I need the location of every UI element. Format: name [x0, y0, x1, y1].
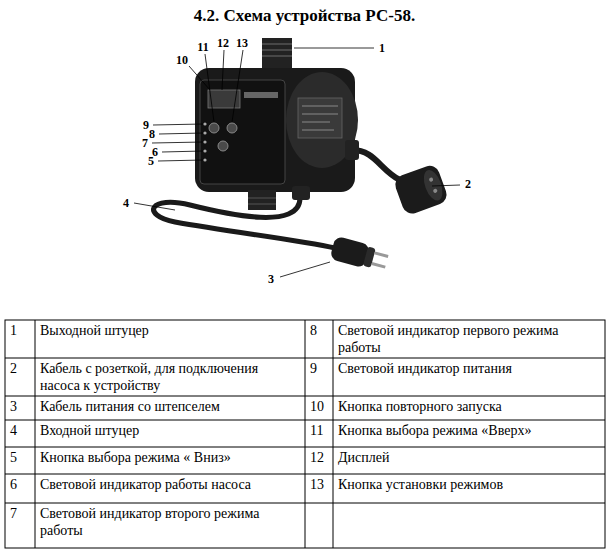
table-number: 8	[305, 320, 333, 358]
table-cell: Выходной штуцер	[35, 320, 305, 358]
table-cell: Входной штуцер	[35, 420, 305, 447]
table-number: 11	[305, 420, 333, 447]
callout-number: 5	[148, 155, 154, 167]
callout-number: 8	[149, 128, 155, 140]
plug	[330, 236, 390, 274]
table-number: 1	[5, 320, 35, 358]
device-body	[195, 68, 359, 200]
callout-number: 3	[268, 273, 274, 285]
socket	[392, 163, 449, 216]
table-cell: Световой индикатор первого режима работы	[333, 320, 605, 358]
table-number: 2	[5, 358, 35, 396]
outlet-fitting	[262, 38, 292, 70]
table-cell: Световой индикатор работы насоса	[35, 474, 305, 503]
table-cell: Кнопка установки режимов	[333, 474, 605, 503]
table-number: 4	[5, 420, 35, 447]
callout-number: 11	[197, 41, 208, 53]
callout-number: 4	[123, 197, 129, 209]
table-number: 3	[5, 396, 35, 420]
callout-number: 2	[465, 178, 471, 190]
table-number: 9	[305, 358, 333, 396]
table-cell: Кнопка выбора режима «Вверх»	[333, 420, 605, 447]
table-cell: Кнопка выбора режима « Вниз»	[35, 447, 305, 474]
inlet-fitting	[248, 190, 276, 210]
pump-cable	[352, 150, 400, 180]
table-number: 12	[305, 447, 333, 474]
callout-number: 13	[236, 37, 248, 49]
table-cell: Световой индикатор питания	[333, 358, 605, 396]
callout-number: 12	[217, 37, 229, 49]
leader-lines	[134, 48, 460, 277]
table-cell: Дисплей	[333, 447, 605, 474]
table-cell: Кнопка повторного запуска	[333, 396, 605, 420]
callout-number: 1	[379, 42, 385, 54]
callout-number: 10	[176, 54, 188, 66]
table-grid	[5, 320, 605, 548]
title: 4.2. Схема устройства РС-58.	[0, 6, 609, 26]
table-number: 6	[5, 474, 35, 503]
callout-number: 7	[142, 137, 148, 149]
table-number: 5	[5, 447, 35, 474]
table-number: 13	[305, 474, 333, 503]
table-cell: Кабель питания со штепселем	[35, 396, 305, 420]
callout-number: 9	[143, 119, 149, 131]
table-cell: Кабель с розеткой, для подключения насос…	[35, 358, 305, 396]
table-number: 7	[5, 503, 35, 548]
table-number: 10	[305, 396, 333, 420]
power-cable	[154, 198, 335, 248]
table-cell: Световой индикатор второго режима работы	[35, 503, 305, 548]
